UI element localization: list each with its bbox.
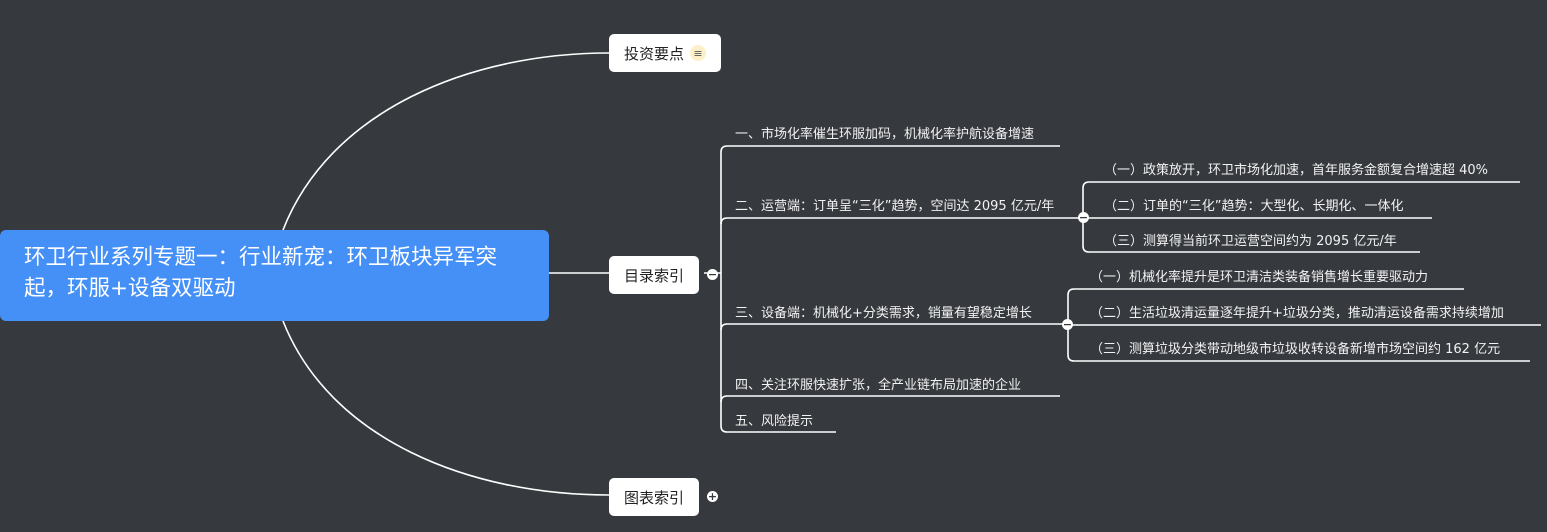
line-sub-3-1 — [1067, 288, 1464, 296]
toc-item-5[interactable]: 五、风险提示 — [735, 414, 814, 429]
root-topic[interactable]: 环卫行业系列专题一：行业新宠：环卫板块异军突起，环服+设备双驱动 — [0, 230, 549, 321]
toc-subitem-3-1[interactable]: （一）机械化率提升是环卫清洁类装备销售增长重要驱动力 — [1090, 270, 1429, 285]
connector-root-invest — [282, 52, 610, 231]
branch-chart-index[interactable]: 图表索引 — [609, 478, 700, 516]
line-item-4 — [720, 395, 1060, 403]
toc-item-3[interactable]: 三、设备端：机械化+分类需求，销量有望稳定增长 — [735, 306, 1032, 321]
collapse-toggle-icon[interactable]: − — [707, 268, 718, 281]
line-item-2 — [720, 217, 1083, 225]
toc-subitem-2-1[interactable]: （一）政策放开，环卫市场化加速，首年服务金额复合增速超 40% — [1104, 163, 1489, 178]
line-item-3 — [720, 323, 1067, 331]
collapse-toggle-icon[interactable]: − — [1062, 318, 1073, 331]
line-sub-2-1 — [1082, 181, 1520, 189]
toc-subitem-2-2[interactable]: （二）订单的“三化”趋势：大型化、长期化、一体化 — [1104, 199, 1404, 214]
expand-toggle-icon[interactable]: + — [707, 490, 718, 503]
toc-subitem-3-3[interactable]: （三）测算垃圾分类带动地级市垃圾收转设备新增市场空间约 162 亿元 — [1090, 342, 1501, 357]
line-sub-3-3 — [1067, 295, 1530, 362]
line-sub-2-3 — [1082, 188, 1420, 253]
note-icon[interactable]: ≡ — [690, 45, 707, 61]
branch-table-of-contents[interactable]: 目录索引 — [609, 256, 700, 294]
branch-investment-highlights[interactable]: 投资要点 ≡ — [609, 34, 722, 72]
toc-subitem-2-3[interactable]: （三）测算得当前环卫运营空间约为 2095 亿元/年 — [1104, 234, 1397, 249]
branch-label: 图表索引 — [624, 488, 685, 507]
collapse-toggle-icon[interactable]: − — [1078, 211, 1089, 224]
branch-label: 投资要点 — [624, 44, 685, 63]
connector-root-charts — [282, 320, 610, 496]
toc-subitem-3-2[interactable]: （二）生活垃圾清运量逐年提升+垃圾分类，推动清运设备需求持续增加 — [1090, 306, 1504, 321]
toc-item-2[interactable]: 二、运营端：订单呈“三化”趋势，空间达 2095 亿元/年 — [735, 199, 1055, 214]
toc-item-1[interactable]: 一、市场化率催生环服加码，机械化率护航设备增速 — [735, 127, 1035, 142]
line-item-1 — [720, 145, 1060, 153]
toc-item-4[interactable]: 四、关注环服快速扩张，全产业链布局加速的企业 — [735, 378, 1022, 393]
connector-toc-trunk — [720, 152, 836, 433]
branch-label: 目录索引 — [624, 266, 685, 285]
